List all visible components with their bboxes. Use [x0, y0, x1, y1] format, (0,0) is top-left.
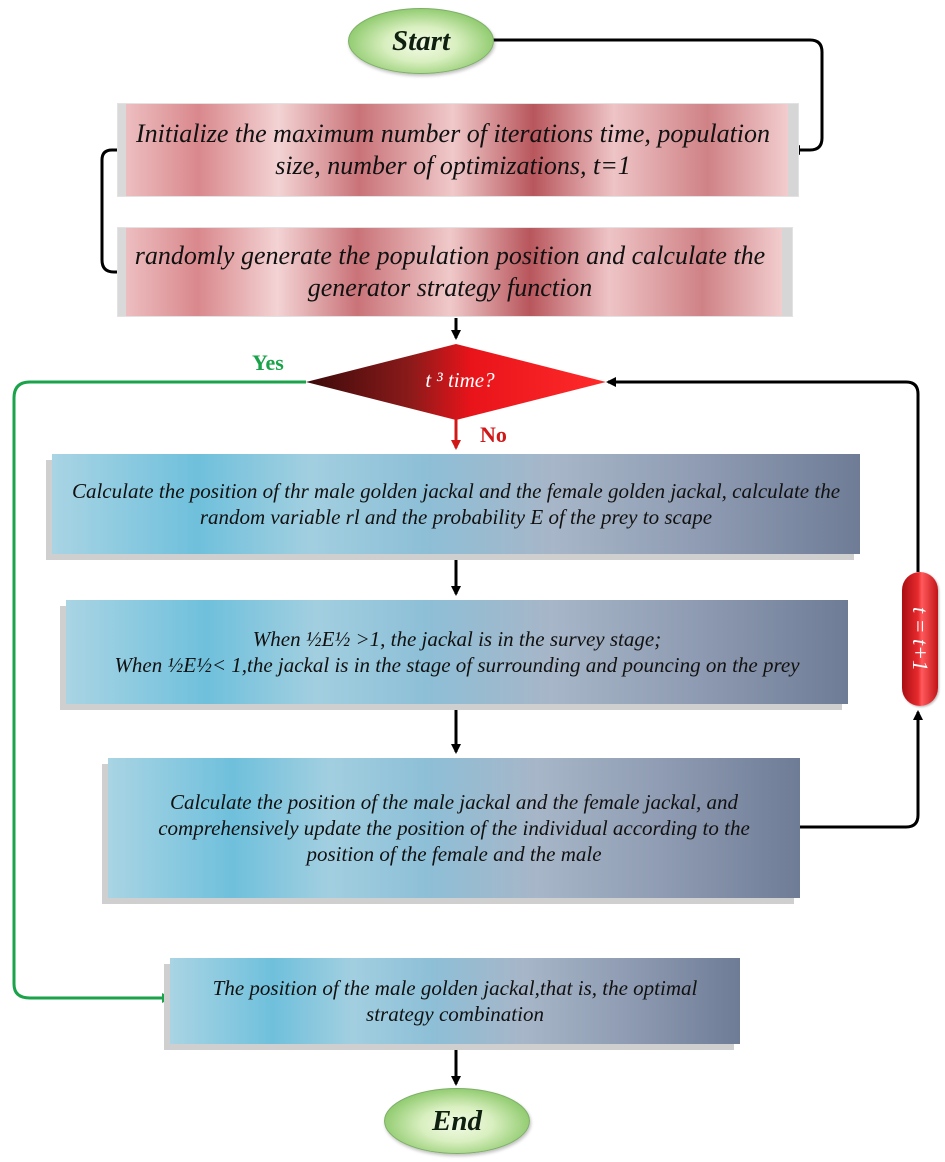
stage-text-line1: When ½E½ >1, the jackal is in the survey… — [252, 626, 662, 651]
connector-init-to-generate — [100, 148, 130, 277]
no-label: No — [480, 422, 507, 447]
generate-step-box: randomly generate the population positio… — [118, 228, 792, 316]
start-terminal: Start — [348, 8, 494, 74]
result-text: The position of the male golden jackal,t… — [212, 975, 698, 1026]
init-step-text: Initialize the maximum number of iterati… — [135, 118, 771, 180]
start-label: Start — [391, 24, 451, 57]
end-label: End — [432, 1104, 482, 1137]
increment-label: t = t+1 — [908, 607, 933, 671]
increment-pill: t = t+1 — [902, 572, 938, 706]
end-terminal: End — [384, 1088, 530, 1154]
connector-increment-to-decision — [606, 377, 920, 572]
calc-position-text: Calculate the position of thr male golde… — [71, 478, 841, 529]
connector-start-to-init — [492, 38, 824, 155]
generate-step-text: randomly generate the population positio… — [134, 240, 766, 302]
result-box: The position of the male golden jackal,t… — [170, 958, 740, 1044]
update-position-text: Calculate the position of the male jacka… — [158, 789, 750, 867]
stage-text-line2: When ½E½< 1,the jackal is in the stage o… — [114, 653, 800, 677]
connector-update-to-increment — [800, 710, 923, 829]
init-step-box: Initialize the maximum number of iterati… — [118, 104, 798, 196]
decision-diamond — [306, 344, 606, 420]
update-position-box: Calculate the position of the male jacka… — [108, 758, 800, 898]
stage-box: When ½E½ >1, the jackal is in the survey… — [66, 600, 848, 704]
calc-position-box: Calculate the position of thr male golde… — [52, 454, 860, 554]
connector-yes-branch — [12, 380, 306, 1003]
yes-label: Yes — [252, 350, 284, 375]
decision-condition: t ³ time? — [425, 368, 495, 392]
